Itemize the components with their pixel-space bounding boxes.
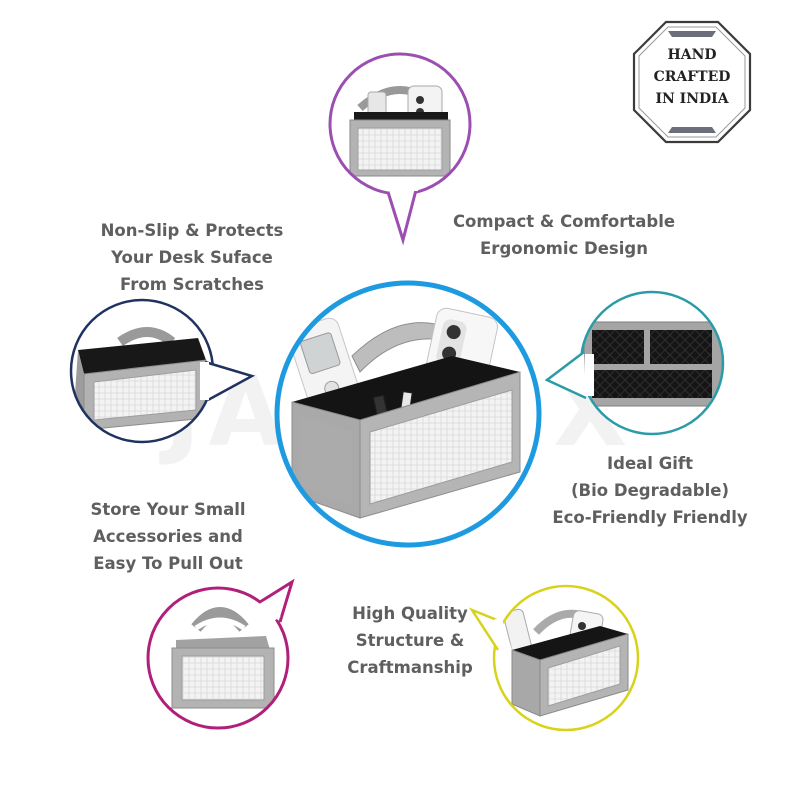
non-slip-caption-line-1: Non-Slip & Protects <box>100 221 284 240</box>
gift-caption: Ideal Gift (Bio Degradable) Eco-Friendly… <box>520 450 780 531</box>
gift-caption-line-1: Ideal Gift <box>607 454 693 473</box>
gift-callout <box>544 290 725 436</box>
store-callout <box>146 578 295 730</box>
hero-organizer-image <box>288 307 521 519</box>
badge-line-1: HAND <box>667 47 716 63</box>
non-slip-callout <box>69 298 256 444</box>
quality-ring <box>492 584 640 732</box>
gift-caption-line-3: Eco-Friendly Friendly <box>552 508 748 527</box>
compact-caption: Compact & Comfortable Ergonomic Design <box>424 208 704 262</box>
quality-caption-line-1: High Quality <box>352 604 468 623</box>
store-caption-line-1: Store Your Small <box>90 500 246 519</box>
store-ring <box>146 586 290 730</box>
hero-ring <box>274 280 542 548</box>
store-caption: Store Your Small Accessories and Easy To… <box>48 496 288 577</box>
store-caption-line-3: Easy To Pull Out <box>93 554 243 573</box>
non-slip-caption-line-3: From Scratches <box>120 275 264 294</box>
quality-callout <box>468 584 640 732</box>
hand-crafted-badge: HAND CRAFTED IN INDIA <box>632 20 752 144</box>
store-caption-line-2: Accessories and <box>93 527 243 546</box>
hero-product-callout <box>274 280 542 548</box>
badge-line-3: IN INDIA <box>655 91 729 107</box>
compact-caption-line-1: Compact & Comfortable <box>452 212 676 231</box>
quality-caption-line-2: Structure & <box>355 631 465 650</box>
compact-callout <box>328 52 472 246</box>
non-slip-caption-line-2: Your Desk Suface <box>111 248 273 267</box>
gift-caption-line-2: (Bio Degradable) <box>571 481 729 500</box>
quality-caption-line-3: Craftmanship <box>347 658 473 677</box>
badge-line-2: CRAFTED <box>654 69 731 85</box>
compact-caption-line-2: Ergonomic Design <box>480 239 648 258</box>
non-slip-caption: Non-Slip & Protects Your Desk Suface Fro… <box>72 217 312 298</box>
quality-caption: High Quality Structure & Craftmanship <box>320 600 500 681</box>
